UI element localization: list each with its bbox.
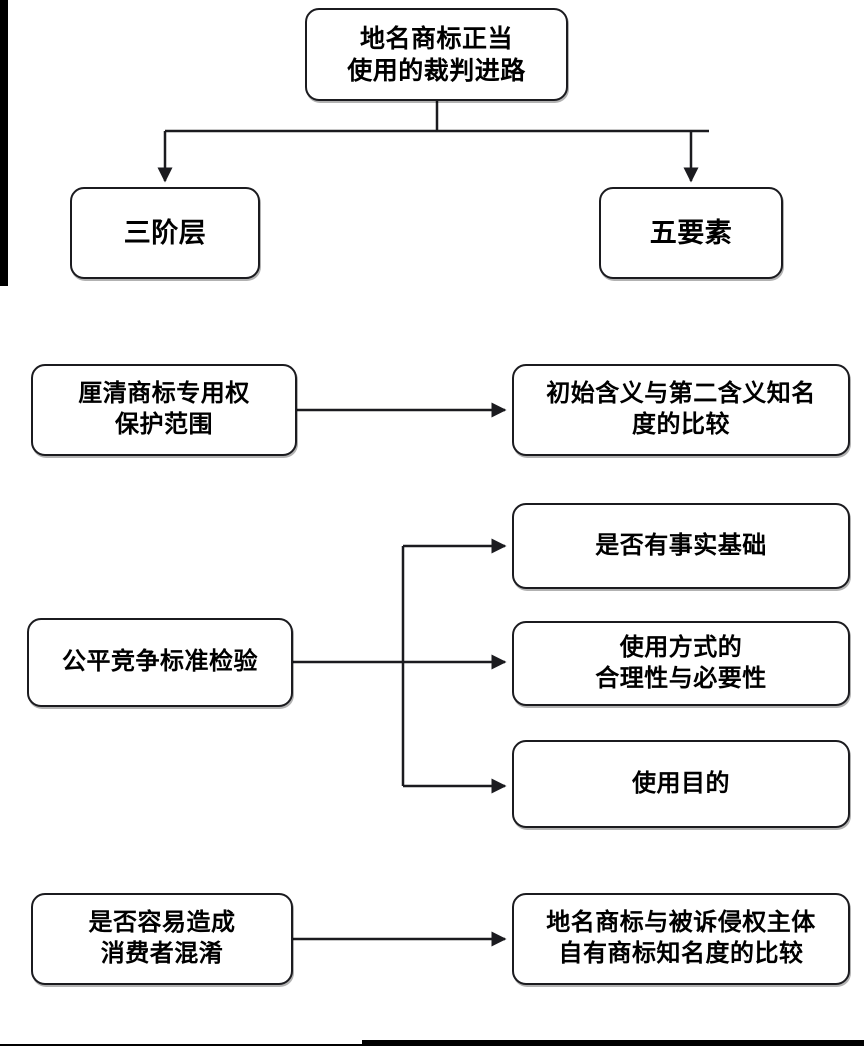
node-three-tier[interactable]: 三阶层 <box>70 187 260 279</box>
node-root[interactable]: 地名商标正当 使用的裁判进路 <box>305 8 568 101</box>
node-clarify-scope[interactable]: 厘清商标专用权 保护范围 <box>31 364 297 456</box>
node-fair-competition[interactable]: 公平竞争标准检验 <box>27 618 293 707</box>
node-fame-compare[interactable]: 地名商标与被诉侵权主体 自有商标知名度的比较 <box>512 893 850 985</box>
bottom-rule-thick <box>362 1040 864 1046</box>
node-use-purpose[interactable]: 使用目的 <box>512 740 850 828</box>
node-five-elements[interactable]: 五要素 <box>599 187 783 279</box>
left-margin-bar <box>0 0 8 286</box>
node-use-manner[interactable]: 使用方式的 合理性与必要性 <box>512 621 850 706</box>
bottom-rule-thin <box>0 1044 362 1046</box>
node-factual-basis[interactable]: 是否有事实基础 <box>512 503 850 589</box>
node-consumer-confusion[interactable]: 是否容易造成 消费者混淆 <box>31 893 293 985</box>
node-meaning-compare[interactable]: 初始含义与第二含义知名 度的比较 <box>512 364 850 456</box>
